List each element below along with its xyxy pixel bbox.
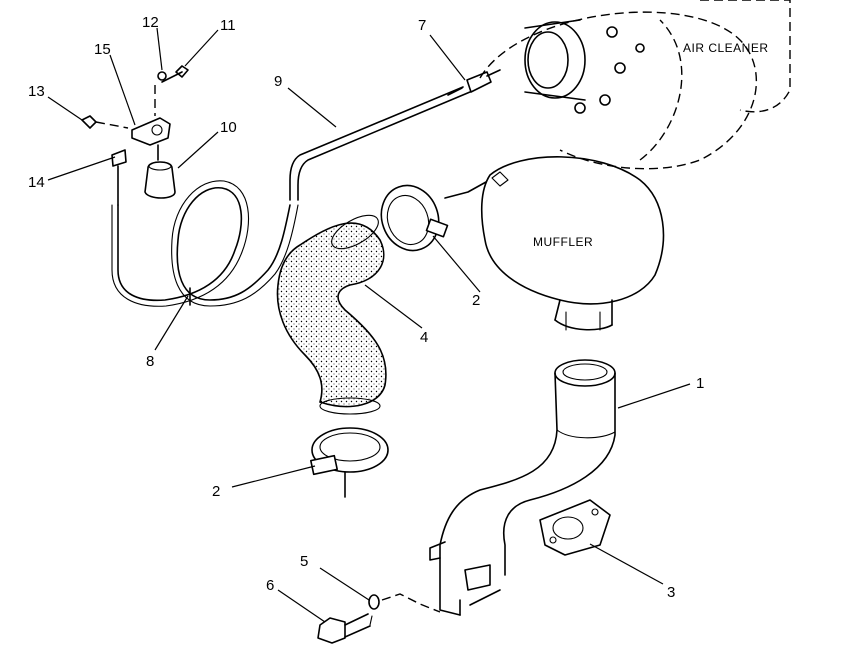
sensor-bracket-assembly xyxy=(81,65,189,206)
muffler: MUFFLER xyxy=(480,156,665,331)
air-cleaner-label: AIR CLEANER xyxy=(683,41,769,55)
callout-15: 15 xyxy=(94,41,111,58)
callout-2-lower: 2 xyxy=(212,483,220,500)
clamp-upper xyxy=(380,181,487,252)
bolt-and-washer xyxy=(317,593,441,644)
callout-7: 7 xyxy=(418,17,426,34)
callout-10: 10 xyxy=(220,119,237,136)
exhaust-elbow-pipe xyxy=(429,359,616,616)
callout-14: 14 xyxy=(28,174,45,191)
callout-3: 3 xyxy=(667,584,675,601)
callout-13: 13 xyxy=(28,83,45,100)
callout-11: 11 xyxy=(220,17,236,34)
callout-6: 6 xyxy=(266,577,274,594)
callout-2-upper: 2 xyxy=(472,292,480,309)
flex-hose xyxy=(276,214,387,415)
callout-4: 4 xyxy=(420,329,428,346)
air-cleaner: AIR CLEANER xyxy=(479,0,791,170)
callouts: 1 2 2 3 4 5 6 7 8 9 10 11 12 13 14 15 xyxy=(28,14,704,601)
callout-9: 9 xyxy=(274,73,282,90)
vacuum-tube xyxy=(111,69,501,307)
callout-1: 1 xyxy=(696,375,704,392)
leader-lines xyxy=(47,27,691,623)
callout-5: 5 xyxy=(300,553,308,570)
muffler-label: MUFFLER xyxy=(533,235,593,249)
callout-12: 12 xyxy=(142,14,159,31)
callout-8: 8 xyxy=(146,353,154,370)
clamp-lower xyxy=(310,427,389,498)
